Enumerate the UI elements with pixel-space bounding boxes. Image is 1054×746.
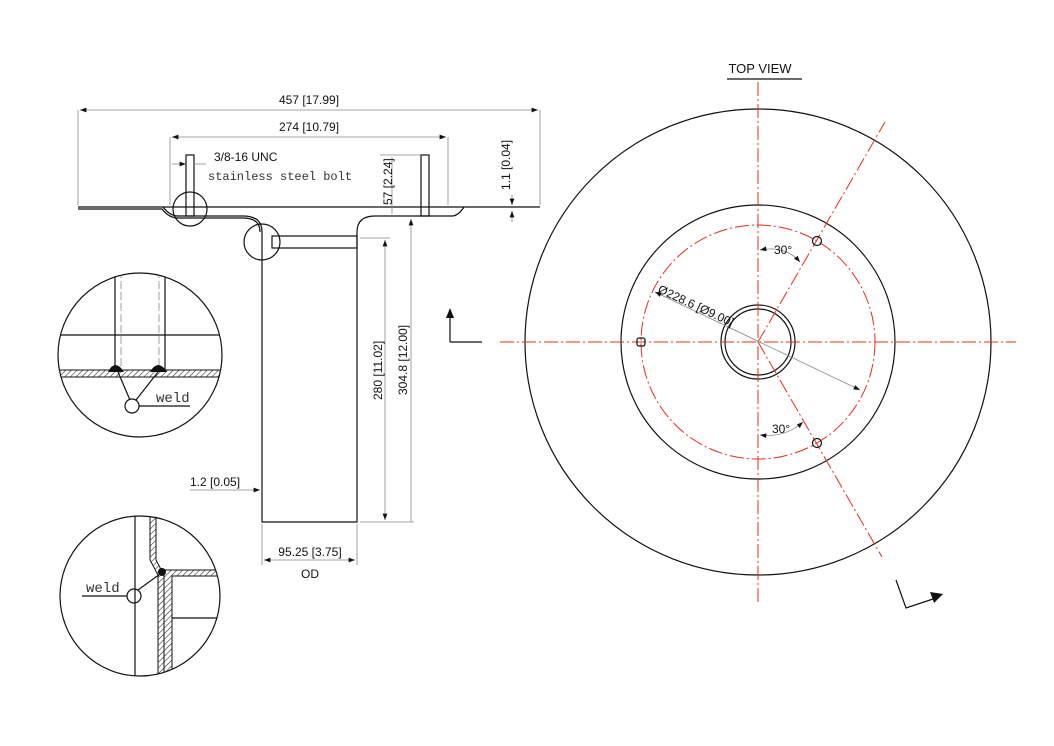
side-view: 457 [17.99] 274 [10.79] 3/8-16 UNC stain… xyxy=(77,93,541,581)
od-note: OD xyxy=(301,567,319,581)
flange-profile xyxy=(78,206,540,523)
weld-label-1: weld xyxy=(156,391,190,407)
angle-bottom: 30° xyxy=(772,422,790,436)
bolt-hole xyxy=(636,337,646,347)
section-arrow-icon xyxy=(895,579,937,609)
detail-pipe-weld: weld xyxy=(59,515,221,677)
dim-pipe-length: 280 [11.02] xyxy=(371,341,385,400)
top-view-title: TOP VIEW xyxy=(728,61,792,76)
top-view: TOP VIEW Ø228.6 [Ø9.00] 30° 30° xyxy=(500,61,1016,609)
bolt-hole xyxy=(811,235,823,247)
dim-pipe-diameter: 95.25 [3.75] xyxy=(278,545,341,559)
detail-marker-1 xyxy=(172,191,208,227)
bolt-right xyxy=(420,154,430,217)
detail-marker-2 xyxy=(243,223,281,261)
pipe-cap xyxy=(271,235,358,249)
detail-bolt-weld: weld xyxy=(57,272,223,438)
dim-flange-thickness: 1.1 [0.04] xyxy=(499,140,513,190)
dim-bolt-height: 57 [2.24] xyxy=(381,158,395,205)
weld-label-2: weld xyxy=(86,581,120,597)
bolt-hole xyxy=(811,437,823,449)
dim-total-height: 304.8 [12.00] xyxy=(396,325,410,395)
angle-top: 30° xyxy=(774,243,792,257)
bolt-circle-diameter: Ø228.6 [Ø9.00] xyxy=(656,282,736,329)
bolt-spec: 3/8-16 UNC xyxy=(214,150,278,164)
bolt-left xyxy=(185,154,195,217)
bolt-material: stainless steel bolt xyxy=(208,170,352,184)
dim-wall-thickness: 1.2 [0.05] xyxy=(190,475,240,489)
dim-overall-width: 457 [17.99] xyxy=(279,93,339,107)
dim-bolt-spacing: 274 [10.79] xyxy=(279,120,339,134)
section-arrow-icon xyxy=(449,314,482,343)
